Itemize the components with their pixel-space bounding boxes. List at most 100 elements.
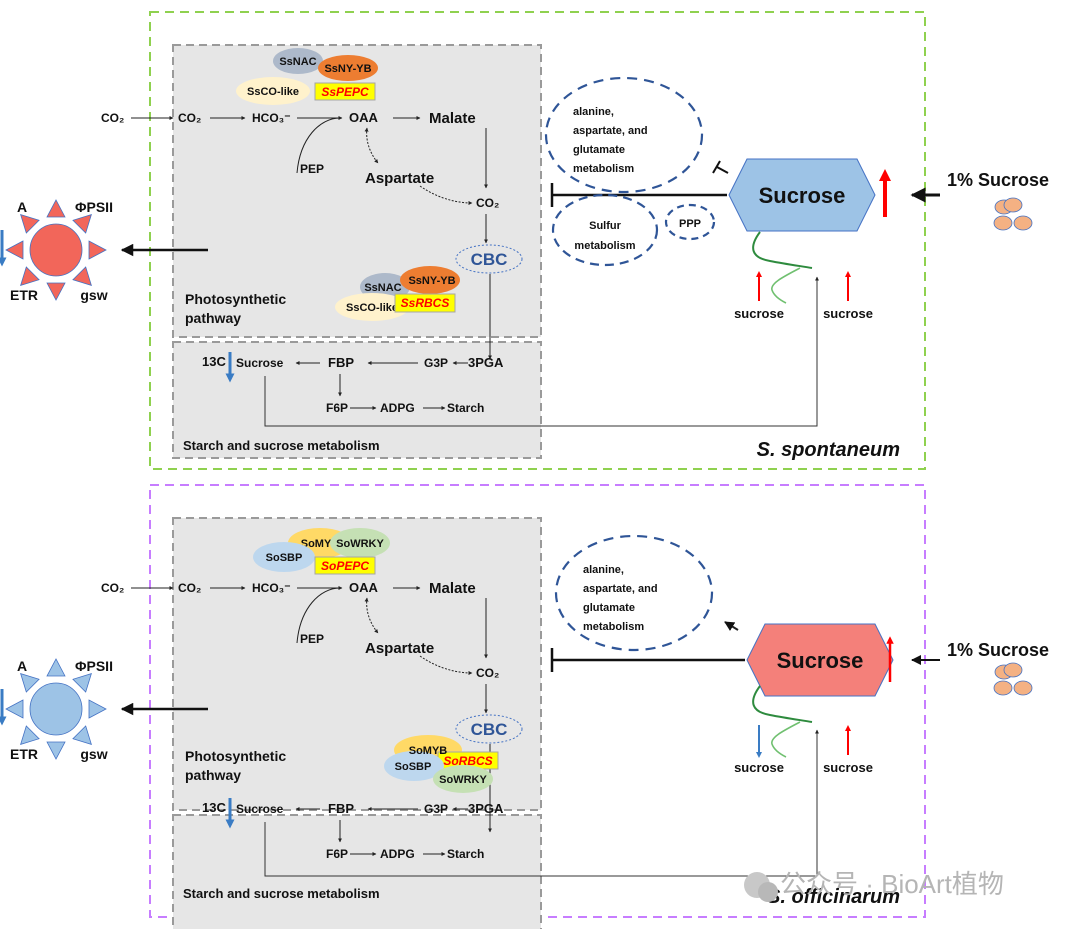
sun-core	[29, 223, 83, 277]
metabolite-adpg: ADPG	[380, 401, 415, 415]
plant-sucrose-label: sucrose	[823, 760, 873, 775]
tf-label: SsNY-YB	[324, 63, 371, 75]
sun-ray	[20, 673, 40, 693]
sun-ray	[72, 266, 92, 286]
sucrose-pellet	[993, 215, 1013, 231]
sun-icon	[5, 658, 107, 760]
label-A: A	[17, 199, 27, 215]
plant-icon	[730, 231, 858, 304]
metabolite-f6p: F6P	[326, 401, 348, 415]
metabolite-fbp: FBP	[328, 801, 354, 816]
sucrose-pellets-icon	[993, 662, 1033, 696]
sun-ray	[72, 214, 92, 234]
metabolite-aspartate: Aspartate	[365, 170, 434, 187]
metabolite-sucrose: Sucrose	[236, 356, 284, 370]
amino-acid-metabolism-label: glutamate	[573, 144, 625, 156]
tf-ellipse	[253, 542, 315, 572]
external-sucrose-label: 1% Sucrose	[947, 640, 1049, 660]
label-13c: 13C	[202, 354, 226, 369]
cbc-label: CBC	[471, 720, 508, 739]
tf-label: SoMYB	[409, 745, 448, 757]
tf-ellipse	[318, 55, 378, 81]
label-gsw: gsw	[80, 287, 107, 303]
plant-sucrose-label: sucrose	[734, 760, 784, 775]
sun-icon	[5, 199, 107, 301]
tf-ellipse	[384, 751, 444, 781]
tf-label: SsCO-like	[346, 302, 398, 314]
plant-leaf	[771, 721, 801, 758]
metabolite-hco3: HCO₃⁻	[252, 111, 291, 125]
section-label-photosynthetic: Photosynthetic	[185, 748, 286, 764]
species-box	[149, 11, 926, 470]
label-etr: ETR	[10, 746, 38, 762]
tf-ellipse	[330, 528, 390, 558]
amino-acid-metabolism-label: metabolism	[583, 621, 644, 633]
tf-label: SsCO-like	[247, 86, 299, 98]
metabolite-3pga: 3PGA	[468, 801, 504, 816]
sun-ray	[88, 240, 107, 260]
metabolite-co2-outside: CO₂	[101, 111, 124, 125]
watermark-text: 公众号 · BioArt植物	[780, 869, 1004, 899]
metabolite-g3p: G3P	[424, 356, 448, 370]
tf-ellipse	[400, 266, 460, 294]
species-label: S. spontaneum	[757, 439, 900, 461]
sun-ray	[46, 741, 66, 760]
metabolite-co2-outside: CO₂	[101, 581, 124, 595]
pep-arrow	[296, 117, 341, 174]
external-sucrose-label: 1% Sucrose	[947, 170, 1049, 190]
sulfur-label: metabolism	[574, 240, 635, 252]
cbc-ellipse	[455, 714, 523, 744]
section-label-starch: Starch and sucrose metabolism	[183, 438, 380, 453]
gene-box-pepc	[314, 82, 376, 101]
sun-ray	[46, 658, 66, 677]
sucrose-node-label: Sucrose	[759, 183, 846, 208]
plant-icon	[730, 685, 858, 758]
sun-ray	[20, 266, 40, 286]
plant-leaf	[771, 267, 801, 304]
sucrose-pellet	[1003, 197, 1023, 213]
sucrose-pellet	[1013, 680, 1033, 696]
amino-acid-metabolism-ellipse	[544, 76, 704, 194]
sulfur-label: Sulfur	[589, 220, 621, 232]
amino-acid-metabolism-ellipse	[554, 534, 714, 652]
section-label-starch: Starch and sucrose metabolism	[183, 886, 380, 901]
sun-ray	[72, 673, 92, 693]
tf-label: SsNAC	[364, 282, 401, 294]
metabolite-co2-inside: CO₂	[178, 581, 201, 595]
metabolite-malate: Malate	[429, 110, 476, 127]
inhibition-bar-small	[712, 160, 721, 174]
sucrose-transport-line	[264, 729, 819, 877]
plant-sucrose-label: sucrose	[734, 306, 784, 321]
section-label-pathway: pathway	[185, 310, 241, 326]
sucrose-pellet	[993, 680, 1013, 696]
sun-ray	[72, 725, 92, 745]
metabolite-oaa: OAA	[349, 580, 379, 595]
sucrose-transport-line	[264, 276, 819, 427]
metabolite-f6p: F6P	[326, 847, 348, 861]
sun-ray	[5, 699, 24, 719]
sun-ray	[88, 699, 107, 719]
tf-label: SoWRKY	[336, 538, 384, 550]
gene-rbcs: SoRBCS	[443, 754, 492, 768]
tf-label: SoWRKY	[439, 774, 487, 786]
metabolite-3pga: 3PGA	[468, 355, 504, 370]
cbc-ellipse	[455, 244, 523, 274]
starch-sucrose-box	[172, 814, 542, 929]
plant-sucrose-label: sucrose	[823, 306, 873, 321]
pep-arrow	[296, 587, 341, 644]
gene-box-pepc	[314, 556, 376, 575]
sucrose-pellet	[1013, 215, 1033, 231]
amino-acid-metabolism-label: alanine,	[573, 106, 614, 118]
label-A: A	[17, 658, 27, 674]
sun-core	[29, 682, 83, 736]
promote-arrow	[724, 621, 739, 631]
metabolite-oaa: OAA	[349, 110, 379, 125]
tf-ellipse	[273, 48, 323, 74]
metabolite-co2-inside: CO₂	[178, 111, 201, 125]
aspartate-co2-arrow	[419, 655, 473, 675]
metabolite-sucrose: Sucrose	[236, 802, 284, 816]
amino-acid-metabolism-label: glutamate	[583, 602, 635, 614]
metabolite-aspartate: Aspartate	[365, 640, 434, 657]
